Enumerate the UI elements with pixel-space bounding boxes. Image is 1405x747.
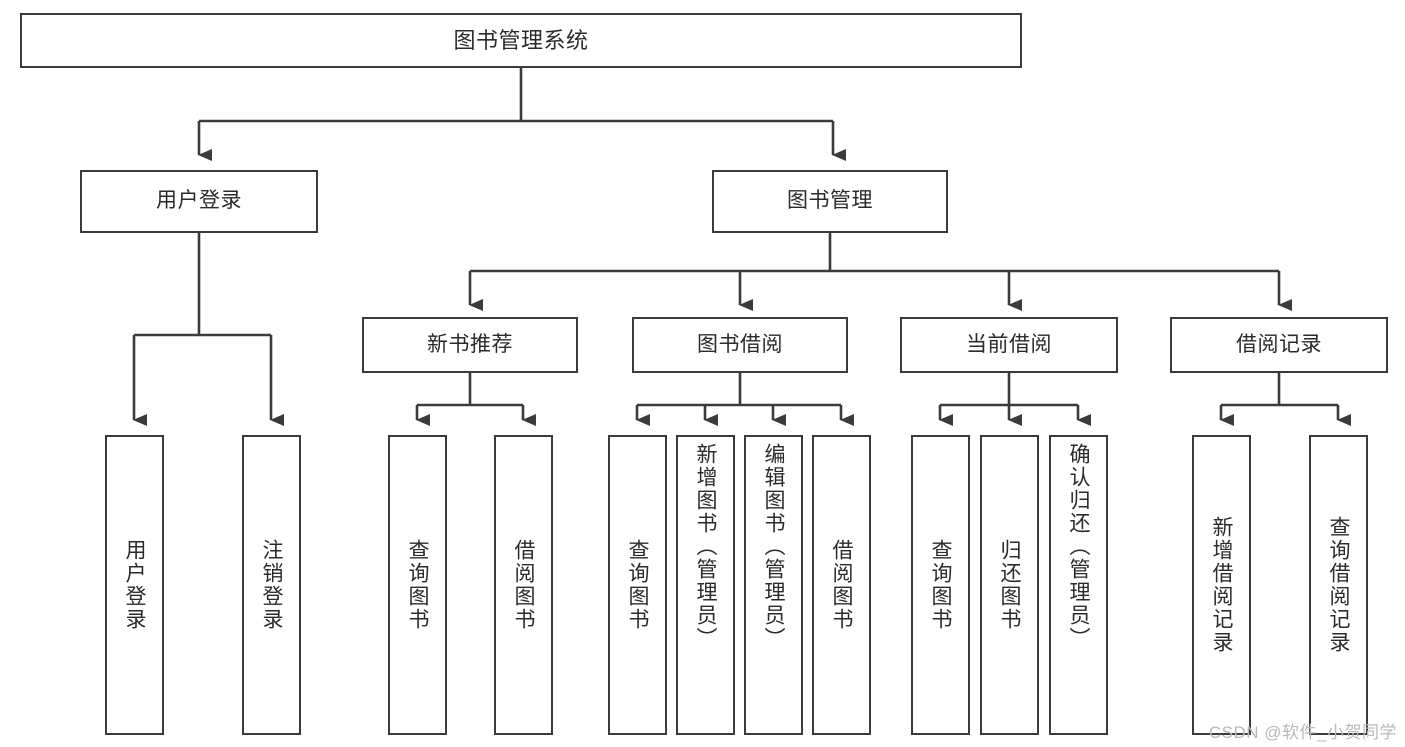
node-label: 归还图书	[998, 539, 1021, 631]
node-book-borrow[interactable]: 图书借阅	[632, 317, 848, 373]
leaf-current-borrow-query-book[interactable]: 查询图书	[911, 435, 970, 735]
node-label: 查询图书	[626, 539, 649, 631]
node-borrow-record[interactable]: 借阅记录	[1170, 317, 1388, 373]
node-label: 借阅记录	[1236, 332, 1322, 356]
leaf-borrow-record-add-record[interactable]: 新增借阅记录	[1192, 435, 1251, 735]
node-label: 用户登录	[156, 189, 242, 213]
leaf-book-borrow-add-book-admin[interactable]: 新增图书（管理员）	[676, 435, 735, 735]
node-root-book-management-system[interactable]: 图书管理系统	[20, 13, 1022, 68]
node-label: 图书管理	[787, 189, 873, 213]
leaf-book-borrow-edit-book-admin[interactable]: 编辑图书（管理员）	[744, 435, 803, 735]
node-label: 用户登录	[123, 539, 146, 631]
node-label: 新增图书（管理员）	[694, 443, 717, 650]
node-user-login[interactable]: 用户登录	[80, 170, 318, 233]
node-label: 查询借阅记录	[1327, 516, 1350, 654]
leaf-book-borrow-borrow-book[interactable]: 借阅图书	[812, 435, 871, 735]
node-label: 新增借阅记录	[1210, 516, 1233, 654]
node-label: 借阅图书	[830, 539, 853, 631]
leaf-user-login-login[interactable]: 用户登录	[105, 435, 164, 735]
node-label: 借阅图书	[512, 539, 535, 631]
leaf-current-borrow-return-book[interactable]: 归还图书	[980, 435, 1039, 735]
leaf-new-book-borrow-book[interactable]: 借阅图书	[494, 435, 553, 735]
leaf-user-login-logout[interactable]: 注销登录	[242, 435, 301, 735]
node-label: 图书管理系统	[453, 27, 589, 53]
node-new-book-recommend[interactable]: 新书推荐	[362, 317, 578, 373]
node-label: 注销登录	[260, 539, 283, 631]
node-label: 确认归还（管理员）	[1067, 443, 1090, 650]
node-label: 当前借阅	[966, 332, 1052, 356]
node-label: 新书推荐	[427, 332, 513, 356]
node-label: 编辑图书（管理员）	[762, 443, 785, 650]
leaf-book-borrow-query-book[interactable]: 查询图书	[608, 435, 667, 735]
leaf-borrow-record-query-record[interactable]: 查询借阅记录	[1309, 435, 1368, 735]
node-current-borrow[interactable]: 当前借阅	[900, 317, 1118, 373]
node-label: 查询图书	[406, 539, 429, 631]
node-label: 查询图书	[929, 539, 952, 631]
node-book-management[interactable]: 图书管理	[712, 170, 948, 233]
watermark: CSDN @软件_小贺同学	[1208, 723, 1397, 742]
leaf-new-book-query-book[interactable]: 查询图书	[388, 435, 447, 735]
leaf-current-borrow-confirm-return-admin[interactable]: 确认归还（管理员）	[1049, 435, 1108, 735]
node-label: 图书借阅	[697, 332, 783, 356]
